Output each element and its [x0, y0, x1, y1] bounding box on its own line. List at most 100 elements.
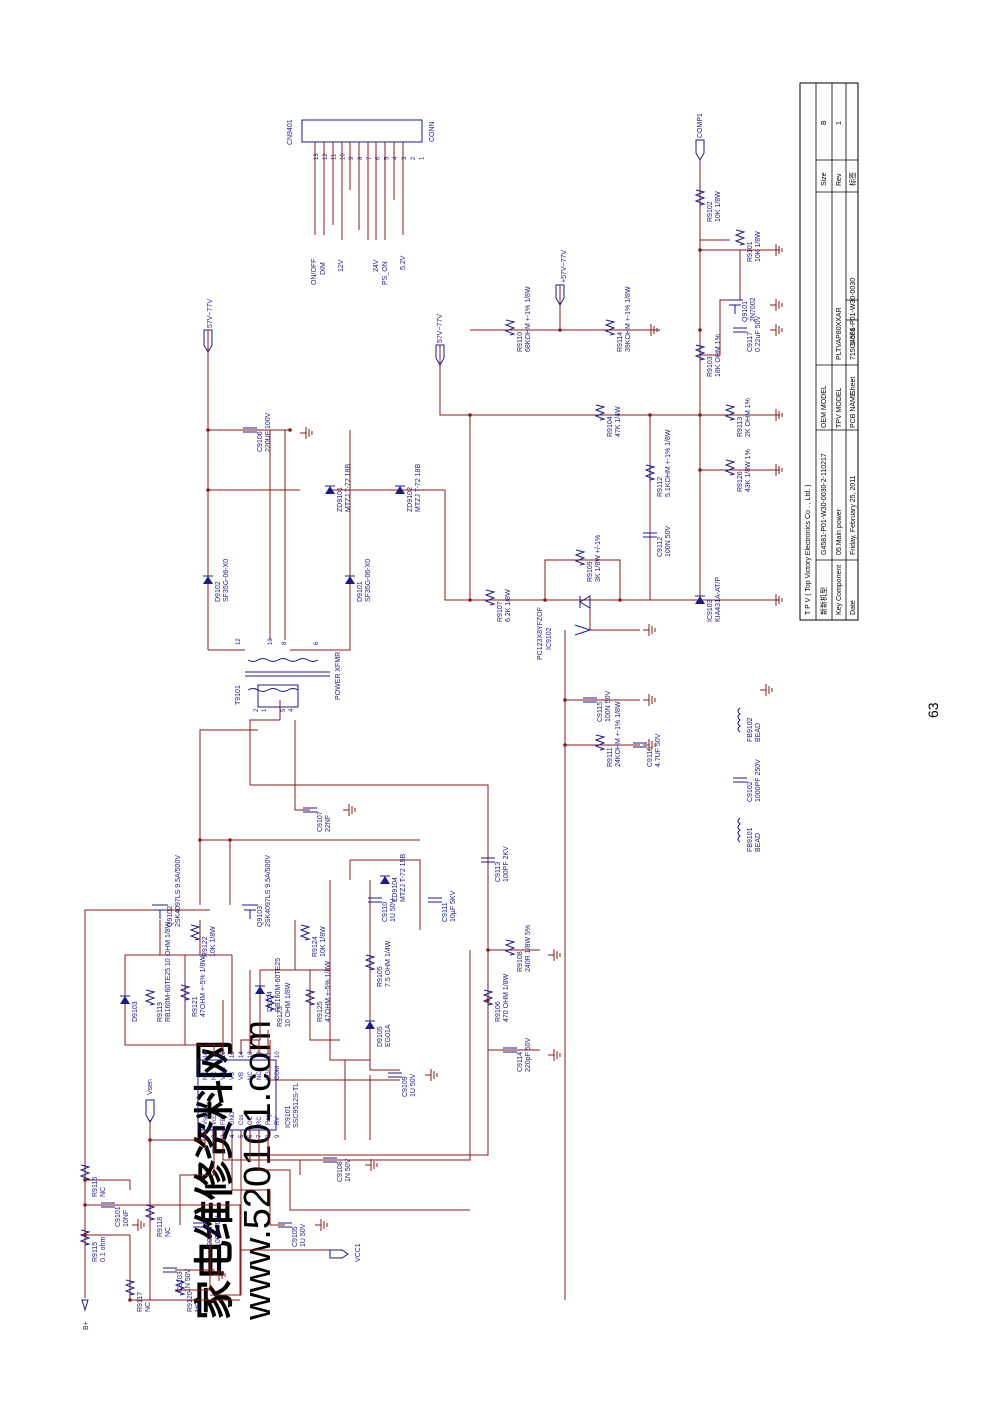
- tb-pcb-name-key: PCB NAME: [850, 391, 857, 428]
- component-ref: R9120: [187, 1291, 194, 1312]
- resistor-symbol: [264, 994, 276, 1011]
- resistor-symbol: [144, 989, 156, 1006]
- component-ref: C9107: [317, 811, 324, 832]
- component-ref: IC9103: [707, 599, 714, 622]
- component-value: MTZJ T-72 15B: [400, 854, 407, 902]
- resistor-symbol: [694, 189, 706, 206]
- resistor-symbol: [484, 589, 496, 606]
- component-value: 47OHM +-5% 1/8W: [200, 956, 207, 1017]
- tb-key-component-key: Key Component: [836, 565, 843, 615]
- component-value: 2SK4097LS 9.5A/500V: [175, 855, 182, 927]
- junction-dot: [83, 1178, 87, 1182]
- tb-oem-model-key: OEM MODEL: [821, 385, 828, 428]
- junction-dot: [698, 413, 702, 417]
- junction-dot: [83, 1203, 87, 1207]
- ground-icon: [548, 949, 561, 961]
- component-value: BEAD: [755, 833, 762, 852]
- ic-part: SSC9512S-TL: [293, 1083, 300, 1128]
- component-ref: D9102: [215, 581, 222, 602]
- net-dim: DIM: [320, 262, 327, 275]
- resistor-symbol: [574, 549, 586, 566]
- ground-icon: [300, 427, 313, 439]
- component-value: 10K 1/8W: [210, 926, 217, 957]
- ic-pin-name: OC: [248, 1115, 254, 1125]
- component-ref: C9106: [257, 431, 264, 452]
- ic-pin-number: 1: [203, 1134, 209, 1138]
- ground-icon: [548, 1049, 561, 1061]
- ic-ref: IC9101: [285, 1105, 292, 1128]
- component-ref: D9103: [132, 1001, 139, 1022]
- diode-symbol: [120, 996, 130, 1004]
- resistor-symbol: [364, 954, 376, 971]
- tb-sheet-key: Sheet: [850, 377, 857, 395]
- net-57v-c: +57V~77V: [561, 250, 568, 283]
- tb-rev-val: 1: [836, 121, 843, 125]
- page-number: 63: [925, 702, 941, 718]
- component-ref: Q9103: [257, 906, 264, 927]
- component-value: 100N 50V: [665, 526, 672, 557]
- connector-pin-5: 5: [384, 156, 390, 160]
- tb-pcb-name-val: 715G4581-P01-W30-0030: [850, 278, 857, 360]
- opto-part: PC123X8YFZOF: [537, 607, 544, 660]
- resistor-symbol: [504, 319, 516, 336]
- component-ref: R9118: [157, 1217, 164, 1237]
- component-ref: R9124: [312, 936, 319, 957]
- diode-symbol: [325, 486, 335, 494]
- transformer-pin-2: 2: [254, 708, 260, 712]
- component-ref: R9121: [192, 996, 199, 1017]
- component-value: 0.22uF 50V: [755, 315, 762, 352]
- component-ref: D9101: [357, 581, 364, 602]
- watermark: 家电维修资料网 www.520101.com: [191, 1020, 279, 1321]
- watermark-chinese: 家电维修资料网: [191, 1040, 238, 1320]
- component-value: 6.2K 1/8W: [505, 589, 512, 622]
- ic-pin-name: Vsen: [203, 1111, 209, 1125]
- connector-pin-7: 7: [367, 156, 373, 160]
- component-ref: ZD9104: [392, 877, 399, 902]
- component-value: 1U 50V: [390, 898, 397, 922]
- ic-pin-number: 13: [248, 1051, 254, 1058]
- component-value: 10K 1/8W: [755, 231, 762, 262]
- resistor-symbol: [694, 344, 706, 361]
- junction-dot: [486, 998, 490, 1002]
- component-ref: C9116: [647, 747, 654, 767]
- ic-pin-name: Reg: [266, 1114, 272, 1125]
- resistor-symbol: [724, 459, 736, 476]
- component-ref: R9101: [747, 241, 754, 262]
- connector-pin-10: 10: [340, 153, 346, 160]
- component-value: 39KOHM +-1% 1/8W: [625, 286, 632, 352]
- component-ref: R9123: [277, 1006, 284, 1027]
- resistor-symbol: [304, 989, 316, 1006]
- component-ref: C9117: [747, 332, 754, 352]
- component-value: 470 OHM 1/8W: [503, 973, 510, 1022]
- tb-tpv-model-key: TPV MODEL: [836, 387, 843, 428]
- transformer-ref: T9101: [235, 685, 242, 705]
- component-value: BEAD: [755, 723, 762, 742]
- component-value: 10K 1/8W: [715, 191, 722, 222]
- diode-symbol: [380, 876, 390, 884]
- component-ref: Q9101: [742, 301, 749, 322]
- diode-symbol: [203, 576, 213, 584]
- component-ref: C9102: [747, 781, 754, 802]
- ground-icon: [315, 1219, 328, 1231]
- component-value: 10µF 5KV: [450, 890, 457, 922]
- component-ref: ZD9102: [407, 487, 414, 512]
- component-value: 100N 50V: [215, 1216, 222, 1247]
- ground-icon: [770, 409, 783, 421]
- tb-key-component-val: 05.Main power: [836, 508, 843, 555]
- diode-symbol: [395, 486, 405, 494]
- ground-icon: [770, 464, 783, 476]
- component-value: 2SK4097LS 9.5A/500V: [265, 855, 272, 927]
- connector-name: CONN: [429, 121, 436, 142]
- ic-pin-name: FB: [221, 1117, 227, 1125]
- component-ref: C9113: [495, 862, 502, 882]
